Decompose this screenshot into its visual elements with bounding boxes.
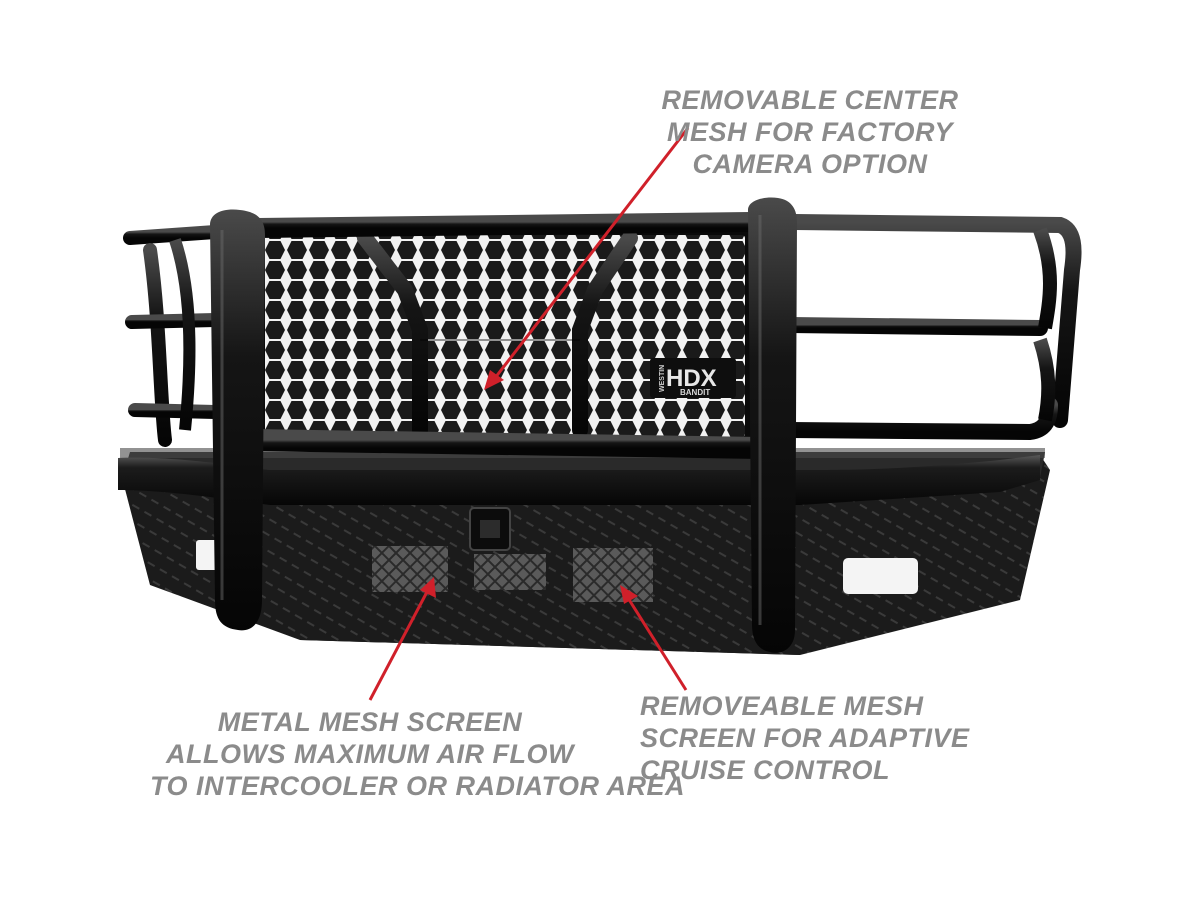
callout-adaptive-mesh: REMOVEABLE MESH SCREEN FOR ADAPTIVE CRUI… [640,690,970,786]
center-mesh-arrow [493,127,690,379]
metal-mesh-arrow [368,589,430,701]
right-mesh-screen [573,548,653,602]
callout-line: REMOVABLE CENTER [661,85,959,115]
callout-line: MESH FOR FACTORY [666,117,954,147]
callout-line: CAMERA OPTION [692,149,928,179]
callout-metal-mesh: METAL MESH SCREEN ALLOWS MAXIMUM AIR FLO… [150,706,686,802]
callout-line: TO INTERCOOLER OR RADIATOR AREA [150,771,686,801]
callout-line: ALLOWS MAXIMUM AIR FLOW [166,739,574,769]
hdx-badge: WESTIN HDX BANDIT [650,358,736,398]
callout-line: METAL MESH SCREEN [217,707,523,737]
badge-model: HDX [666,365,717,392]
callout-arrows [368,127,690,701]
callout-line: REMOVEABLE MESH [640,691,924,721]
center-mesh-screen [474,554,546,590]
adaptive-mesh-arrow [626,597,688,691]
lower-bumper [118,448,1050,655]
callout-line: SCREEN FOR ADAPTIVE [640,723,970,753]
badge-brand: WESTIN [659,365,666,392]
callout-center-mesh: REMOVABLE CENTER MESH FOR FACTORY CAMERA… [640,84,980,180]
badge-sub: BANDIT [680,388,710,397]
callout-line: CRUISE CONTROL [640,755,890,785]
right-light-cutout [843,558,918,594]
grille-guard [123,197,1082,653]
left-mesh-screen [372,546,448,592]
